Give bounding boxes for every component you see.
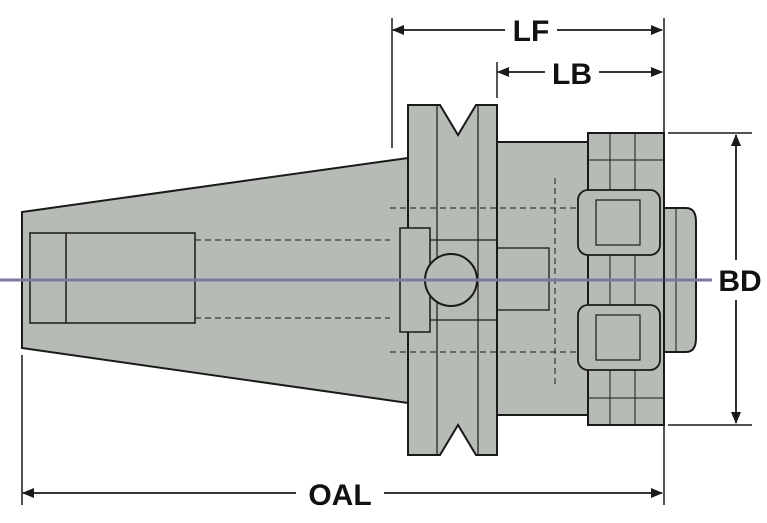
oal-label: OAL bbox=[308, 479, 371, 512]
lf-label: LF bbox=[513, 15, 550, 48]
lb-label: LB bbox=[552, 58, 592, 91]
bd-label: BD bbox=[718, 265, 761, 298]
